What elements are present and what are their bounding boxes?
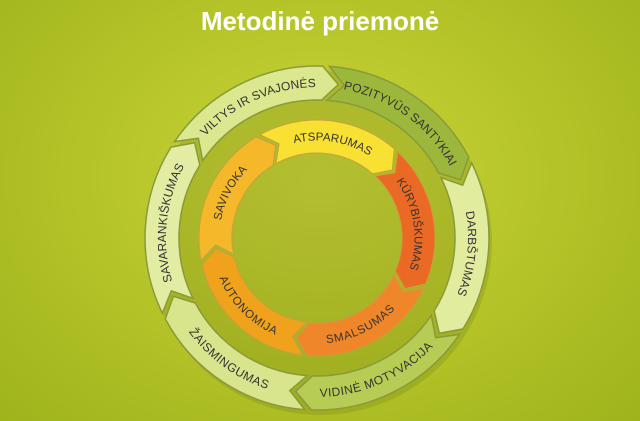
outer-shape <box>173 65 340 163</box>
outer-shape <box>325 65 470 181</box>
outer-shape <box>294 313 461 411</box>
outer-segment-savarankiskumas: SAVARANKIŠKUMAS <box>144 141 201 315</box>
inner-shape <box>258 119 395 175</box>
outer-shape <box>144 141 201 315</box>
outer-shape <box>164 295 309 411</box>
inner-shape <box>374 150 436 290</box>
slide-title: Metodinė priemonė <box>200 6 440 36</box>
inner-segment-kurybiskumas: KŪRYBIŠKUMAS <box>374 150 436 290</box>
inner-segment-atsparumas: ATSPARUMAS <box>258 119 395 175</box>
inner-segment-savivoka: SAVIVOKA <box>198 136 277 262</box>
outer-shape <box>433 161 490 335</box>
inner-shape <box>198 136 277 262</box>
inner-shape <box>201 248 308 356</box>
outer-segment-darbstumas: DARBŠTUMAS <box>433 161 490 335</box>
inner-shape <box>295 272 425 357</box>
